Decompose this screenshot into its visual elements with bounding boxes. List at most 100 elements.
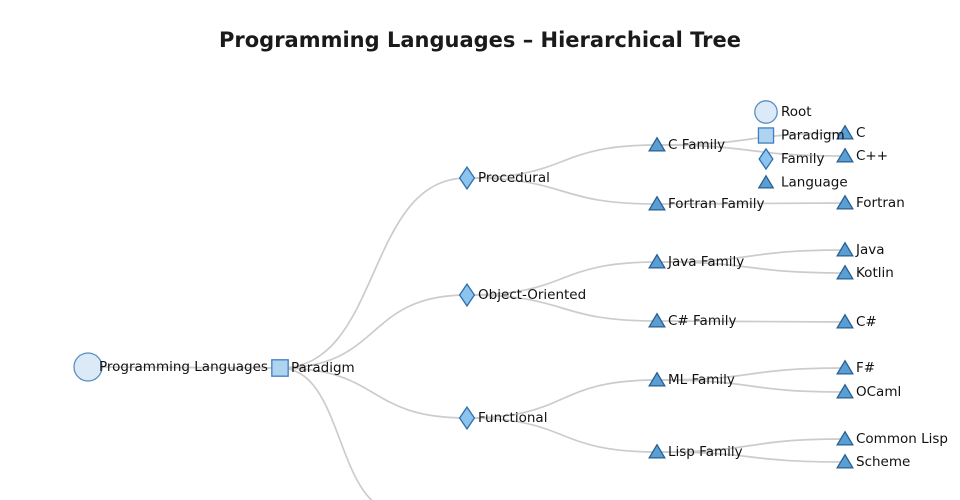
legend-marker-circle-icon — [754, 100, 778, 124]
legend-label-paradigm: Paradigm — [781, 128, 845, 144]
tree-edge-root-to-paradigm — [87, 366, 281, 369]
legend-label-family: Family — [781, 151, 824, 167]
tree-edge-object-oriented-to-java-family — [466, 261, 658, 296]
node-label-lisp-family: Lisp Family — [668, 444, 743, 460]
node-marker-diamond-icon — [458, 165, 476, 191]
tree-node-fsharp[interactable]: F# — [836, 359, 875, 376]
node-label-procedural: Procedural — [478, 170, 550, 186]
tree-edge-ml-family-to-ocaml — [656, 379, 846, 393]
tree-node-object-oriented[interactable]: Object-Oriented — [458, 282, 587, 308]
tree-edge-c-family-to-cpp — [656, 144, 846, 157]
tree-node-kotlin[interactable]: Kotlin — [836, 264, 894, 281]
node-marker-triangle-icon — [836, 453, 854, 469]
tree-edge-object-oriented-to-csharp-family — [466, 294, 658, 322]
node-label-kotlin: Kotlin — [856, 265, 894, 281]
tree-node-cpp[interactable]: C++ — [836, 147, 888, 164]
node-label-fortran: Fortran — [856, 195, 905, 211]
tree-node-root[interactable]: Programming Languages — [73, 352, 268, 382]
node-marker-triangle-icon — [836, 241, 854, 257]
node-label-functional: Functional — [478, 410, 547, 426]
node-label-csharp-family: C# Family — [668, 313, 736, 329]
node-label-ml-family: ML Family — [668, 372, 735, 388]
tree-edge-paradigm-to-functional — [279, 367, 468, 419]
tree-edge-paradigm-to-cropped-branch — [279, 367, 373, 500]
tree-edge-fortran-family-to-fortran — [656, 202, 846, 205]
tree-edge-ml-family-to-fsharp — [656, 367, 846, 381]
node-label-java: Java — [855, 242, 885, 258]
node-marker-triangle-icon — [648, 195, 666, 211]
legend-item-family[interactable]: Family — [758, 147, 824, 171]
legend-marker-triangle-icon — [757, 174, 775, 189]
tree-node-java-family[interactable]: Java Family — [648, 253, 744, 270]
tree-node-ml-family[interactable]: ML Family — [648, 371, 735, 388]
page-title: Programming Languages – Hierarchical Tre… — [219, 28, 741, 52]
node-label-fortran-family: Fortran Family — [668, 196, 765, 212]
node-label-cpp: C++ — [856, 148, 888, 164]
tree-edge-paradigm-to-procedural — [279, 177, 468, 369]
tree-node-ocaml[interactable]: OCaml — [836, 383, 901, 400]
tree-edge-functional-to-lisp-family — [466, 417, 658, 453]
legend-item-language[interactable]: Language — [757, 174, 848, 191]
tree-node-fortran[interactable]: Fortran — [836, 194, 905, 211]
tree-node-lisp-family[interactable]: Lisp Family — [648, 443, 743, 460]
node-label-ocaml: OCaml — [856, 384, 901, 400]
node-marker-square-icon — [271, 359, 289, 377]
tree-node-fortran-family[interactable]: Fortran Family — [648, 195, 765, 212]
node-label-fsharp: F# — [856, 360, 875, 376]
legend-label-root: Root — [781, 104, 812, 120]
node-marker-triangle-icon — [836, 383, 854, 399]
tree-node-c-family[interactable]: C Family — [648, 136, 725, 153]
legend-marker-square-icon — [757, 127, 775, 144]
node-marker-triangle-icon — [648, 312, 666, 328]
tree-edge-paradigm-to-object-oriented — [279, 294, 468, 369]
tree-node-procedural[interactable]: Procedural — [458, 165, 550, 191]
tree-edge-lisp-family-to-scheme — [656, 451, 846, 463]
node-marker-triangle-icon — [836, 194, 854, 210]
tree-edge-lisp-family-to-common-lisp — [656, 438, 846, 453]
node-label-common-lisp: Common Lisp — [856, 431, 948, 447]
tree-node-functional[interactable]: Functional — [458, 405, 548, 431]
node-marker-triangle-icon — [648, 443, 666, 459]
tree-edge-functional-to-ml-family — [466, 379, 658, 419]
tree-edge-java-family-to-java — [656, 249, 846, 263]
tree-node-csharp[interactable]: C# — [836, 313, 877, 330]
tree-node-paradigm[interactable]: Paradigm — [271, 359, 355, 377]
node-marker-triangle-icon — [836, 359, 854, 375]
tree-edge-procedural-to-fortran-family — [466, 177, 658, 205]
node-label-scheme: Scheme — [856, 454, 910, 470]
edges-layer — [87, 132, 846, 500]
node-label-paradigm: Paradigm — [291, 360, 355, 376]
node-label-java-family: Java Family — [667, 254, 744, 270]
node-label-object-oriented: Object-Oriented — [478, 287, 586, 303]
tree-edge-procedural-to-c-family — [466, 144, 658, 179]
node-marker-triangle-icon — [836, 264, 854, 280]
node-label-c: C — [856, 125, 865, 141]
tree-node-scheme[interactable]: Scheme — [836, 453, 910, 470]
tree-node-csharp-family[interactable]: C# Family — [648, 312, 736, 329]
tree-edge-csharp-family-to-csharp — [656, 320, 846, 323]
node-marker-triangle-icon — [836, 313, 854, 329]
node-marker-triangle-icon — [648, 136, 666, 152]
tree-node-c[interactable]: C — [836, 124, 865, 141]
node-marker-triangle-icon — [836, 430, 854, 446]
legend-marker-diamond-icon — [758, 147, 774, 171]
node-marker-diamond-icon — [458, 405, 476, 431]
node-label-csharp: C# — [856, 314, 877, 330]
node-marker-triangle-icon — [836, 124, 854, 140]
legend-item-root[interactable]: Root — [754, 100, 812, 124]
tree-edge-c-family-to-c — [656, 132, 846, 146]
node-label-c-family: C Family — [668, 137, 725, 153]
node-marker-triangle-icon — [836, 147, 854, 163]
tree-node-java[interactable]: Java — [836, 241, 885, 258]
legend-item-paradigm[interactable]: Paradigm — [757, 127, 845, 144]
tree-node-common-lisp[interactable]: Common Lisp — [836, 430, 948, 447]
node-marker-triangle-icon — [648, 253, 666, 269]
node-label-root: Programming Languages — [99, 359, 268, 375]
node-marker-diamond-icon — [458, 282, 476, 308]
node-marker-triangle-icon — [648, 371, 666, 387]
tree-edge-java-family-to-kotlin — [656, 261, 846, 274]
